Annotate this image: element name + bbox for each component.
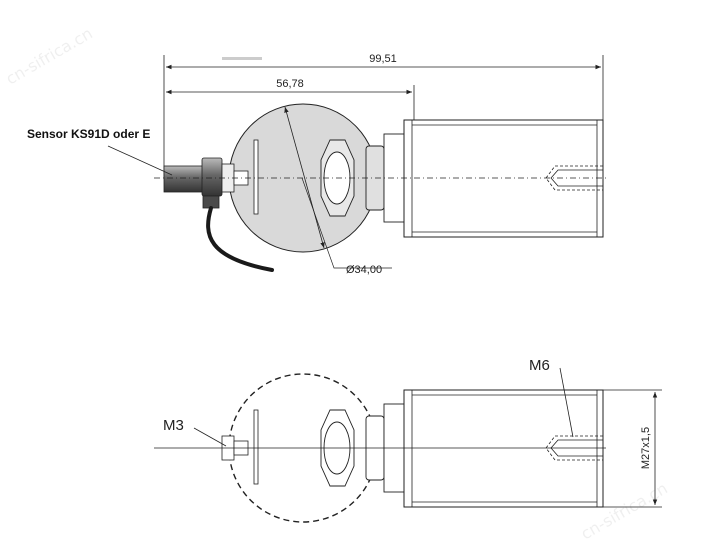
float-plate-bottom	[253, 409, 259, 485]
watermark-bar	[222, 57, 262, 60]
m3-leader	[193, 427, 227, 447]
sensor-cable	[206, 206, 274, 272]
main-body-bottom	[403, 389, 604, 508]
sensor-label-leader	[107, 145, 173, 176]
main-body-top	[403, 119, 604, 238]
dimension-partial: 56,78	[276, 78, 304, 90]
dimension-diameter: Ø34,00	[346, 264, 382, 276]
thread-label-m3: M3	[163, 417, 184, 434]
m6-leader	[559, 367, 574, 438]
watermark-top-left: cn-sifri­ca.cn	[3, 24, 96, 89]
thread-label-m6: M6	[529, 357, 550, 374]
sensor-nut	[201, 157, 223, 197]
dimension-line-diameter	[284, 106, 325, 249]
thread-label-m27: M27x1,5	[640, 427, 652, 469]
float-plate	[253, 139, 259, 215]
sensor-label: Sensor KS91D oder E	[27, 127, 150, 141]
diameter-leader	[301, 177, 392, 269]
sensor-body	[163, 165, 205, 193]
dimension-overall: 99,51	[369, 53, 397, 65]
